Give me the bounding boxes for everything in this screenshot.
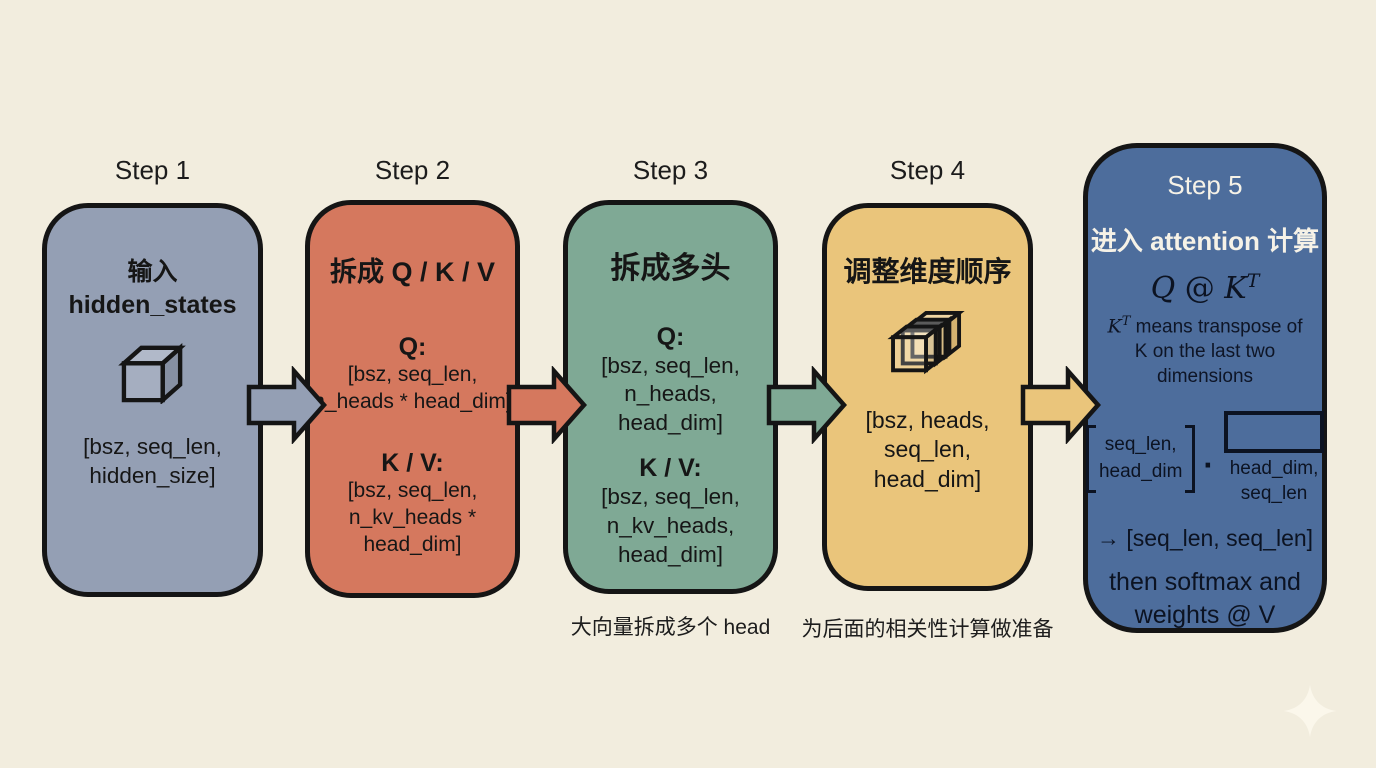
- step1-title: 输入 hidden_states: [68, 258, 237, 319]
- step3-caption: 大向量拆成多个 head: [570, 616, 771, 639]
- transpose-note: KT means transpose of K on the last two …: [1107, 314, 1303, 387]
- matmul-illustration: seq_len, head_dim · head_dim, seq_len: [1085, 411, 1325, 506]
- flow-connector-4: [1020, 365, 1102, 449]
- step3-label: Step 3: [632, 155, 709, 185]
- qk-formula: Q @ KT: [1150, 270, 1260, 306]
- dot-operator: ·: [1203, 447, 1215, 484]
- step4-title: 调整维度顺序: [843, 256, 1012, 287]
- step2-box: 拆成 Q / K / V Q: [bsz, seq_len, n_heads *…: [305, 200, 520, 598]
- softmax-note: then softmax and weights @ V: [1109, 567, 1301, 629]
- step3-kv-shape: K / V: [bsz, seq_len, n_kv_heads, head_d…: [601, 453, 740, 567]
- arrow-right-icon: [506, 365, 588, 445]
- step5-label: Step 5: [1167, 170, 1243, 200]
- k-matrix: head_dim, seq_len: [1224, 411, 1325, 506]
- step5-box: Step 5 进入 attention 计算 Q @ KT KT means t…: [1083, 143, 1327, 633]
- step4-box: 调整维度顺序 [bsz, heads, seq_len, head_di: [822, 203, 1033, 591]
- arrow-right-icon: [766, 365, 848, 445]
- step4-shape: [bsz, heads, seq_len, head_dim]: [865, 406, 990, 492]
- step2-q-shape: Q: [bsz, seq_len, n_heads * head_dim]: [313, 332, 512, 413]
- step2-kv-shape: K / V: [bsz, seq_len, n_kv_heads * head_…: [347, 449, 478, 557]
- step1-shape: [bsz, seq_len, hidden_size]: [83, 434, 222, 488]
- flow-connector-2: [506, 365, 588, 449]
- step4-caption: 为后面的相关性计算做准备: [801, 618, 1054, 641]
- arrow-right-icon: [1020, 365, 1102, 445]
- step3-title: 拆成多头: [610, 252, 731, 285]
- matmul-result: → [seq_len, seq_len]: [1096, 524, 1314, 551]
- step2-label: Step 2: [374, 155, 451, 185]
- step3-q-shape: Q: [bsz, seq_len, n_heads, head_dim]: [601, 322, 740, 436]
- flow-connector-3: [766, 365, 848, 449]
- step2-title: 拆成 Q / K / V: [329, 257, 496, 287]
- sparkle-icon: [1282, 683, 1338, 744]
- flow-connector-1: [246, 365, 328, 449]
- arrow-right-icon: [246, 365, 328, 445]
- stacked-cubes-icon: [827, 308, 1028, 384]
- left-bracket-icon: [1085, 425, 1096, 493]
- step1-box: 输入 hidden_states [bsz, seq_len, hidden_s…: [42, 203, 263, 597]
- matrix-rect-icon: [1224, 411, 1325, 454]
- step1-label: Step 1: [114, 155, 191, 185]
- right-bracket-icon: [1185, 425, 1196, 493]
- step3-box: 拆成多头 Q: [bsz, seq_len, n_heads, head_dim…: [563, 200, 778, 594]
- step5-title: 进入 attention 计算: [1090, 226, 1320, 256]
- step4-label: Step 4: [889, 155, 966, 185]
- q-matrix: seq_len, head_dim: [1085, 425, 1196, 493]
- cube-icon: [47, 342, 258, 409]
